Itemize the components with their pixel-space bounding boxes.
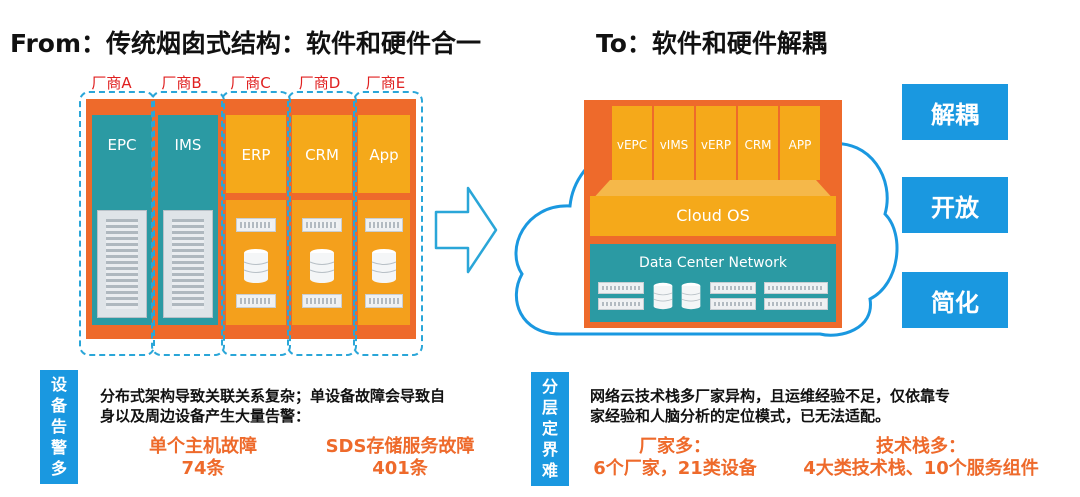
vm-label: CRM <box>744 138 772 152</box>
vm-box <box>612 106 652 180</box>
vendor-a-group <box>79 91 155 356</box>
vendor-c-label: 厂商C <box>230 74 271 92</box>
erp-label: ERP <box>241 146 271 164</box>
server-icon <box>710 298 756 310</box>
ims-label: IMS <box>174 136 202 154</box>
vm-label: vIMS <box>659 138 689 152</box>
simplify-label: 简化 <box>902 272 1008 328</box>
erp-box <box>226 115 286 193</box>
vendor-a-label: 厂商A <box>91 74 132 92</box>
server-icon <box>236 294 276 308</box>
ims-rack-icon <box>163 210 213 318</box>
vendor-b-label: 厂商B <box>161 74 202 92</box>
database-icon <box>309 248 335 284</box>
vendor-c-group <box>221 91 291 356</box>
vendor-d-group <box>287 91 357 356</box>
vendors-stat: 厂家多： 6个厂家，21类设备 <box>593 436 757 479</box>
transition-arrow-icon <box>434 186 498 274</box>
fault-localization-tag: 分层定界难 <box>531 372 569 486</box>
vendor-e-label: 厂商E <box>365 74 406 92</box>
left-title: From：传统烟囱式结构：软件和硬件合一 <box>10 29 482 58</box>
decouple-label: 解耦 <box>902 84 1008 140</box>
right-title: To：软件和硬件解耦 <box>596 29 827 58</box>
data-center-network-label: Data Center Network <box>639 255 787 271</box>
vm-box <box>738 106 778 180</box>
cloud-os-layer: Cloud OS <box>590 196 836 236</box>
vm-box <box>696 106 736 180</box>
vendor-e-group <box>353 91 423 356</box>
server-icon <box>365 218 403 232</box>
database-icon <box>680 282 702 310</box>
vendor-b-group <box>151 91 225 356</box>
database-icon <box>371 248 397 284</box>
crm-label: CRM <box>305 146 339 164</box>
host-fault-stat: 单个主机故障 74条 <box>149 436 257 479</box>
epc-label: EPC <box>107 136 137 154</box>
server-icon <box>302 294 342 308</box>
alarm-overload-tag: 设备告警多 <box>40 370 78 484</box>
server-icon <box>365 294 403 308</box>
localization-description: 网络云技术栈多厂家异构，且运维经验不足，仅依靠专 家经验和人脑分析的定位模式，已… <box>590 387 951 425</box>
vm-label: vERP <box>700 138 732 152</box>
epc-rack-icon <box>97 210 147 318</box>
vm-label: vEPC <box>616 138 648 152</box>
server-icon <box>764 282 828 294</box>
open-label: 开放 <box>902 177 1008 233</box>
vm-box <box>654 106 694 180</box>
alarm-description: 分布式架构导致关联关系复杂；单设备故障会导致自 身以及周边设备产生大量告警： <box>100 387 446 425</box>
database-icon <box>243 248 269 284</box>
app-label: App <box>369 146 399 164</box>
vm-label: APP <box>788 138 812 152</box>
server-icon <box>710 282 756 294</box>
database-icon <box>652 282 674 310</box>
vendor-d-label: 厂商D <box>298 74 341 92</box>
server-icon <box>764 298 828 310</box>
app-box <box>358 115 410 193</box>
tech-stack-stat: 技术栈多： 4大类技术栈、10个服务组件 <box>803 436 1039 479</box>
server-icon <box>236 218 276 232</box>
server-icon <box>302 218 342 232</box>
crm-box <box>292 115 352 193</box>
sds-fault-stat: SDS存储服务故障 401条 <box>325 436 475 479</box>
vm-box <box>780 106 820 180</box>
server-icon <box>598 282 644 294</box>
server-icon <box>598 298 644 310</box>
